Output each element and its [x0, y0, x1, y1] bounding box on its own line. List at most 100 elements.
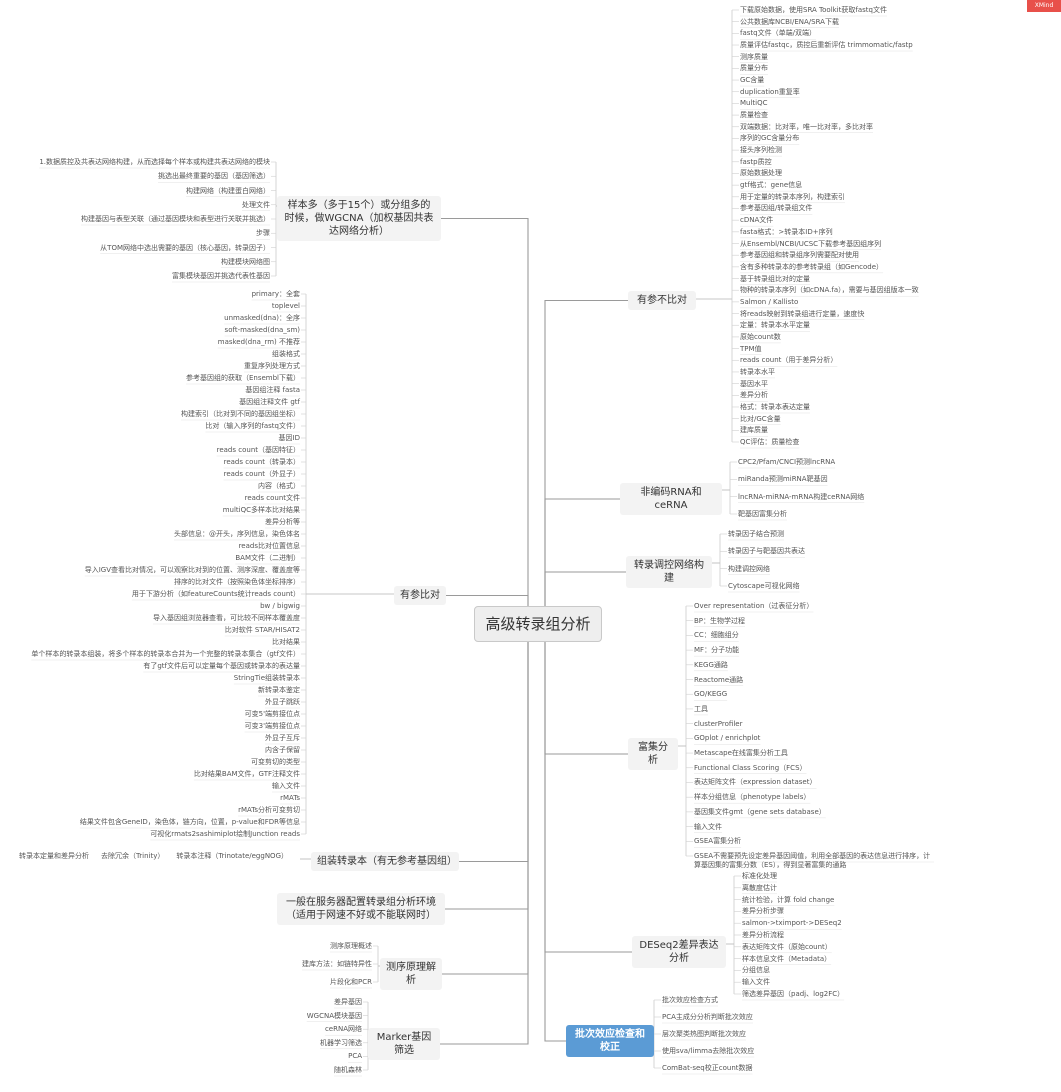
- ref-leaf: 用于下游分析（如featureCounts统计reads count）: [131, 590, 300, 598]
- network-leaf: 转录因子结合预测: [728, 530, 784, 538]
- noref-leaf: 质量评估fastqc，质控后重新评估 trimmomatic/fastp: [740, 41, 913, 50]
- branch-wgcna[interactable]: 样本多（多于15个）或分组多的时候，做WGCNA（加权基因共表达网络分析）: [277, 196, 441, 241]
- noref-leaf: Salmon / Kallisto: [740, 297, 799, 306]
- ref-leaf: 导入IGV查看比对情况，可以观察比对到的位置、测序深度、覆盖度等: [84, 566, 300, 574]
- enrich-leaf: GSEA富集分析: [694, 837, 742, 846]
- enrich-leaf: 表达矩阵文件（expression dataset）: [694, 778, 817, 787]
- ref-leaf: 基因组注释文件 gtf: [239, 398, 300, 406]
- ref-leaf: 头部信息：@开头，序列信息，染色体名: [174, 530, 300, 538]
- ref-leaf: 基因组注释 fasta: [245, 386, 300, 394]
- deseq2-leaf: 样本信息文件（Metadata）: [742, 954, 832, 963]
- marker-leaf: WGCNA模块基因: [306, 1011, 362, 1020]
- noref-leaf: 比对/GC含量: [740, 414, 781, 423]
- enrich-leaf: Metascape在线富集分析工具: [694, 749, 788, 758]
- branch-network[interactable]: 转录调控网络构建: [626, 556, 712, 588]
- branch-ref-align[interactable]: 有参比对: [394, 586, 446, 605]
- ref-leaf: reads count（基因特征）: [216, 446, 300, 454]
- ref-leaf: reads count（转录本）: [223, 458, 300, 466]
- branch-marker[interactable]: Marker基因筛选: [368, 1028, 440, 1060]
- ref-leaf: 新转录本鉴定: [258, 686, 300, 694]
- noref-leaf: 格式：转录本表达定量: [740, 402, 810, 411]
- ref-leaf: reads比对位置信息: [238, 542, 300, 550]
- branch-assembly[interactable]: 组装转录本（有无参考基因组）: [311, 852, 459, 871]
- ncrna-leaf: miRanda预测miRNA靶基因: [738, 475, 828, 484]
- noref-leaf: 下载原始数据，使用SRA Toolkit获取fastq文件: [740, 6, 887, 14]
- ref-leaf: masked(dna_rm) 不推荐: [217, 338, 300, 346]
- wgcna-leaf: 挑选出最终重要的基因（基因筛选）: [158, 172, 270, 181]
- noref-leaf: 差异分析: [740, 391, 768, 400]
- branch-noref-align[interactable]: 有参不比对: [628, 291, 696, 310]
- network-leaf: 构建调控网络: [728, 564, 770, 573]
- batch-leaf: PCA主成分分析判断批次效应: [662, 1013, 753, 1021]
- noref-leaf: 将reads映射到转录组进行定量，速度快: [740, 309, 865, 318]
- ncrna-leaf: lncRNA-miRNA-mRNA构建ceRNA网络: [738, 492, 865, 501]
- ref-leaf: 排序的比对文件（按照染色体坐标排序）: [174, 578, 300, 586]
- ref-leaf: 重复序列处理方式: [244, 362, 300, 370]
- noref-leaf: cDNA文件: [740, 216, 774, 225]
- enrich-leaf: BP：生物学过程: [694, 616, 746, 625]
- branch-batch-effect[interactable]: 批次效应检查和校正: [566, 1025, 654, 1057]
- network-leaf: 转录因子与靶基因共表达: [728, 547, 805, 556]
- noref-leaf: 参考基因组/转录组文件: [740, 204, 813, 213]
- noref-leaf: fastq文件（单端/双端）: [740, 29, 816, 38]
- assembly-leaf: 去除冗余（Trinity）: [101, 852, 165, 860]
- noref-leaf: 原始count数: [740, 332, 781, 341]
- ref-leaf: 可变5'端剪接位点: [244, 710, 300, 718]
- wgcna-leaf: 处理文件: [242, 200, 270, 209]
- ref-leaf: 比对（输入序列的fastq文件）: [205, 422, 300, 430]
- central-topic[interactable]: 高级转录组分析: [474, 606, 602, 642]
- ref-leaf: 结果文件包含GeneID，染色体，链方向，位置，p-value和FDR等信息: [79, 818, 300, 826]
- enrich-leaf: GSEA不需要预先设定差异基因阈值，利用全部基因的表达信息进行排序，计算基因集的…: [694, 852, 931, 869]
- ref-leaf: 可变剪切的类型: [251, 758, 300, 766]
- noref-leaf: 质量分布: [740, 64, 768, 73]
- marker-leaf: 随机森林: [334, 1066, 362, 1074]
- noref-leaf: MultiQC: [740, 99, 768, 108]
- noref-leaf: 物种的转录本序列（如cDNA.fa），需要与基因组版本一致: [740, 286, 919, 295]
- branch-seq-principle[interactable]: 测序原理解析: [380, 958, 442, 990]
- noref-leaf: 定量：转录本水平定量: [740, 321, 810, 330]
- wgcna-leaf: 步骤: [256, 229, 270, 238]
- enrich-leaf: clusterProfiler: [694, 719, 743, 728]
- wgcna-leaf: 从TOM网络中选出需要的基因（核心基因，转录因子）: [100, 243, 270, 252]
- batch-leaf: 批次效应检查方式: [662, 996, 718, 1004]
- marker-leaf: 机器学习筛选: [320, 1038, 362, 1047]
- branch-ncrna[interactable]: 非编码RNA和ceRNA: [620, 483, 722, 515]
- ref-leaf: primary：全套: [251, 290, 300, 298]
- batch-leaf: 层次聚类热图判断批次效应: [662, 1030, 746, 1038]
- ref-leaf: reads count（外显子）: [223, 470, 300, 478]
- ref-leaf: StringTie组装转录本: [233, 674, 300, 682]
- noref-leaf: TPM值: [740, 344, 762, 353]
- deseq2-leaf: 筛选差异基因（padj、log2FC）: [742, 990, 845, 998]
- variable_splicing-leaf: 片段化和PCR: [330, 978, 372, 986]
- noref-leaf: 转录本水平: [740, 367, 775, 376]
- ref-leaf: reads count文件: [244, 494, 300, 502]
- ref-leaf: 可变3'端剪接位点: [244, 722, 300, 730]
- branch-connector: [544, 299, 628, 624]
- deseq2-leaf: 表达矩阵文件（原始count）: [742, 942, 832, 951]
- noref-leaf: 接头序列检测: [740, 146, 782, 155]
- branch-deseq2[interactable]: DESeq2差异表达分析: [632, 936, 726, 968]
- noref-leaf: gtf格式：gene信息: [740, 181, 803, 190]
- branch-connector: [544, 622, 632, 953]
- enrich-leaf: 基因集文件gmt（gene sets database）: [694, 807, 826, 816]
- ref-leaf: 单个样本的转录本组装，将多个样本的转录本合并为一个完整的转录本集合（gtf文件）: [31, 650, 300, 658]
- noref-leaf: 原始数据处理: [740, 169, 782, 178]
- noref-leaf: fastp质控: [740, 157, 772, 166]
- noref-leaf: 参考基因组和转录组序列需要配对使用: [740, 251, 859, 260]
- noref-leaf: 建库质量: [740, 426, 768, 435]
- deseq2-leaf: 统计检验，计算 fold change: [742, 895, 835, 904]
- deseq2-leaf: 离散度估计: [742, 883, 777, 892]
- ncrna-leaf: CPC2/Pfam/CNCI预测lncRNA: [738, 458, 836, 466]
- enrich-leaf: KEGG通路: [694, 660, 728, 669]
- noref-leaf: 基于转录组比对的定量: [740, 274, 810, 283]
- noref-leaf: 测序质量: [740, 52, 768, 61]
- noref-leaf: 含有多种转录本的参考转录组（如Gencode）: [740, 262, 884, 271]
- branch-server-env[interactable]: 一般在服务器配置转录组分析环境（适用于网速不好或不能联网时）: [277, 893, 445, 925]
- ref-leaf: 内容（格式）: [258, 482, 300, 490]
- branch-connector: [544, 622, 628, 755]
- branch-enrichment[interactable]: 富集分析: [628, 738, 678, 770]
- assembly-leaf: 转录本注释（Trinotate/eggNOG）: [176, 852, 288, 860]
- deseq2-leaf: 输入文件: [742, 978, 770, 987]
- ref-leaf: soft-masked(dna_sm): [224, 326, 300, 334]
- branch-connector: [459, 622, 529, 863]
